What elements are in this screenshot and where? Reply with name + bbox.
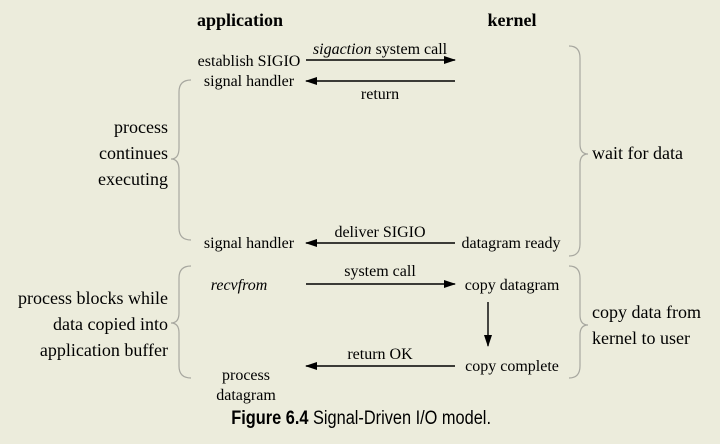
process-continues-line2: continues (99, 143, 168, 163)
process-continues-line3: executing (98, 169, 168, 189)
system-call-label: system call (344, 263, 416, 280)
copy-datagram-label: copy datagram (465, 277, 560, 294)
figure-caption: Figure 6.4 Signal-Driven I/O model. (52, 408, 671, 430)
deliver-sigio-label: deliver SIGIO (334, 224, 425, 241)
kernel-header: kernel (488, 10, 537, 30)
recvfrom-label: recvfrom (211, 277, 268, 294)
left-brace-continues (170, 79, 192, 241)
application-header: application (197, 10, 283, 30)
copy-data-line1: copy data from (592, 302, 701, 322)
sigaction-rest: system call (372, 41, 448, 58)
signal-handler-setup-label: signal handler (204, 73, 295, 90)
process-blocks-line2: data copied into (53, 314, 168, 334)
right-brace-copy (568, 265, 589, 379)
process-datagram-label-line2: datagram (216, 387, 276, 404)
sigaction-call-label: sigaction system call (313, 41, 448, 58)
establish-sigio-label: establish SIGIO (198, 53, 301, 70)
copy-data-line2: kernel to user (592, 328, 690, 348)
process-datagram-label-line1: process (222, 367, 270, 384)
signal-handler-callback-label: signal handler (204, 235, 295, 252)
sigaction-italic: sigaction (313, 41, 372, 58)
return-label: return (361, 86, 399, 103)
process-blocks-line1: process blocks while (18, 288, 168, 308)
figure-number: Figure 6.4 (231, 408, 309, 429)
return-ok-label: return OK (347, 346, 413, 363)
datagram-ready-label: datagram ready (461, 235, 560, 252)
process-blocks-line3: application buffer (40, 340, 168, 360)
wait-for-data-label: wait for data (592, 143, 683, 163)
copy-complete-label: copy complete (465, 358, 559, 375)
process-continues-line1: process (114, 117, 168, 137)
right-brace-wait (568, 45, 589, 257)
left-brace-blocks (170, 265, 192, 379)
figure-title: Signal-Driven I/O model. (308, 408, 491, 429)
